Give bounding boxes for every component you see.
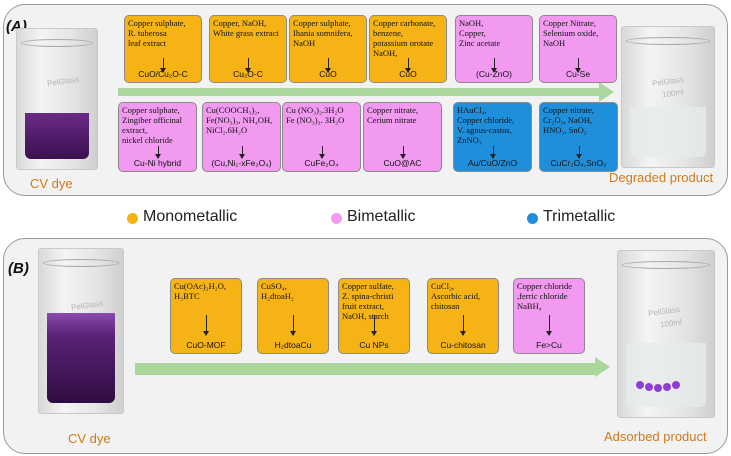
product-text: Cu NPs [359,340,389,350]
synthesis-box: NaOH, Copper, Zinc acetate (Cu-ZnO) [455,15,533,83]
product-text: Cu-chitosan [440,340,486,350]
reagents-text: Copper nitrate, Cerium nitrate [367,105,418,125]
reaction-arrow-icon [325,58,331,73]
panel-b-left-caption: CV dye [68,431,111,446]
synthesis-box: Cu (NO₃)₂.3H₂O Fe (NO₃)₃. 3H₂O CuFe₂O₄ [282,102,361,172]
process-arrow-a [118,82,614,102]
panel-b-label: (B) [8,260,29,277]
reagents-text: NaOH, Copper, Zinc acetate [459,18,501,48]
panel-b-right-caption: Adsorbed product [604,429,707,444]
product-text: CuFe₂O₄ [304,158,339,168]
reagents-text: Copper sulphate, Ihania somnifera, NaOH [293,18,353,48]
reaction-arrow-icon [489,146,496,159]
process-arrow-b [135,357,610,377]
reagents-text: Copper nitrate, Cr₂O₃, NaOH, HNO₃, SnO₂ [543,105,594,135]
degraded-product-beaker: PelGlass 100ml [621,26,715,168]
product-text: (Cu,Ni₁-xFe₂O₄) [211,158,272,168]
product-text: H₂dtoaCu [274,340,312,350]
reagents-text: Cu (NO₃)₂.3H₂O Fe (NO₃)₃. 3H₂O [286,105,345,125]
reagents-text: CuSO₄, H₂dtoaH₂ [261,281,294,301]
synthesis-box: CuSO₄, H₂dtoaH₂ H₂dtoaCu [257,278,329,354]
product-text: CuO [399,69,417,79]
legend-label: Bimetallic [347,208,416,225]
reaction-arrow-icon [203,315,209,336]
legend-dot-icon [527,213,538,224]
product-text: Cu₂O-C [233,69,263,79]
reaction-arrow-icon [245,58,251,73]
synthesis-box: Copper sulphate, Zingiber officinal extr… [118,102,197,172]
reagents-text: Copper sulphate, R. tuberosa leaf extrac… [128,18,186,48]
reagents-text: Copper chloride ,ferric chloride NaBH₄ [517,281,572,311]
product-text: CuO [319,69,337,79]
reaction-arrow-icon [371,315,377,336]
reaction-arrow-icon [399,146,406,159]
reagents-text: HAuCl₄, Copper chloride, V. agnus-castus… [457,105,515,145]
product-text: Cu-Ni hybrid [133,158,182,168]
legend-dot-icon [127,213,138,224]
product-text: Fe>Cu [536,340,562,350]
synthesis-box: Cu(OAc)₂H₂O, H₃BTC CuO-MOF [170,278,242,354]
reaction-arrow-icon [318,146,325,159]
reaction-arrow-icon [546,315,552,336]
synthesis-box: Copper chloride ,ferric chloride NaBH₄ Fe… [513,278,585,354]
product-text: CuO-MOF [186,340,226,350]
synthesis-box: Cu(COOCH₃)₂, Fe(NO₃)₃, NH₄OH, NiCl₂.6H₂O… [202,102,281,172]
adsorbed-product-beaker: PelGlass 100ml [617,250,715,418]
product-text: CuCr₂O₄,SnO₂ [550,158,607,168]
reagents-text: Copper carbonate, benzene, potassium oro… [373,18,436,58]
synthesis-box: HAuCl₄, Copper chloride, V. agnus-castus… [453,102,532,172]
reaction-arrow-icon [460,315,466,336]
product-text: CuO/Cu₂O-C [138,69,188,79]
synthesis-box: Copper sulphate, Ihania somnifera, NaOH C… [289,15,367,83]
product-text: CuO@AC [383,158,422,168]
cv-dye-beaker-a: PelGlass [16,28,98,170]
cv-dye-beaker-b: PelGlass [38,248,124,414]
reagents-text: Copper Nitrate, Selenium oxide, NaOH [543,18,599,48]
synthesis-box: Copper Nitrate, Selenium oxide, NaOH Cu-S… [539,15,617,83]
product-text: Au/CuO/ZnO [467,158,518,168]
reaction-arrow-icon [154,146,161,159]
reaction-arrow-icon [575,58,581,73]
legend-label: Monometallic [143,208,238,225]
panel-a-left-caption: CV dye [30,176,73,191]
legend-dot-icon [331,213,342,224]
legend-label: Trimetallic [543,208,616,225]
reaction-arrow-icon [160,58,166,73]
synthesis-box: Copper sulphate, R. tuberosa leaf extrac… [124,15,202,83]
synthesis-box: Copper carbonate, benzene, potassium oro… [369,15,447,83]
product-text: Cu-Se [565,69,591,79]
reaction-arrow-icon [491,58,497,73]
reagents-text: CuCl₂, Ascorbic acid, chitosan [431,281,481,311]
reagents-text: Copper sulphate, Zingiber officinal extr… [122,105,183,145]
synthesis-box: Copper nitrate, Cr₂O₃, NaOH, HNO₃, SnO₂ C… [539,102,618,172]
reaction-arrow-icon [238,146,245,159]
product-text: (Cu-ZnO) [476,69,512,79]
synthesis-box: Copper sulfate, Z. spina-christi fruit e… [338,278,410,354]
reagents-text: Copper, NaOH, White grass extract [213,18,279,38]
reagents-text: Copper sulfate, Z. spina-christi fruit e… [342,281,394,321]
reaction-arrow-icon [290,315,296,336]
reaction-arrow-icon [405,58,411,73]
reaction-arrow-icon [575,146,582,159]
panel-a-right-caption: Degraded product [609,170,714,185]
reagents-text: Cu(OAc)₂H₂O, H₃BTC [174,281,226,301]
reagents-text: Cu(COOCH₃)₂, Fe(NO₃)₃, NH₄OH, NiCl₂.6H₂O [206,105,273,135]
